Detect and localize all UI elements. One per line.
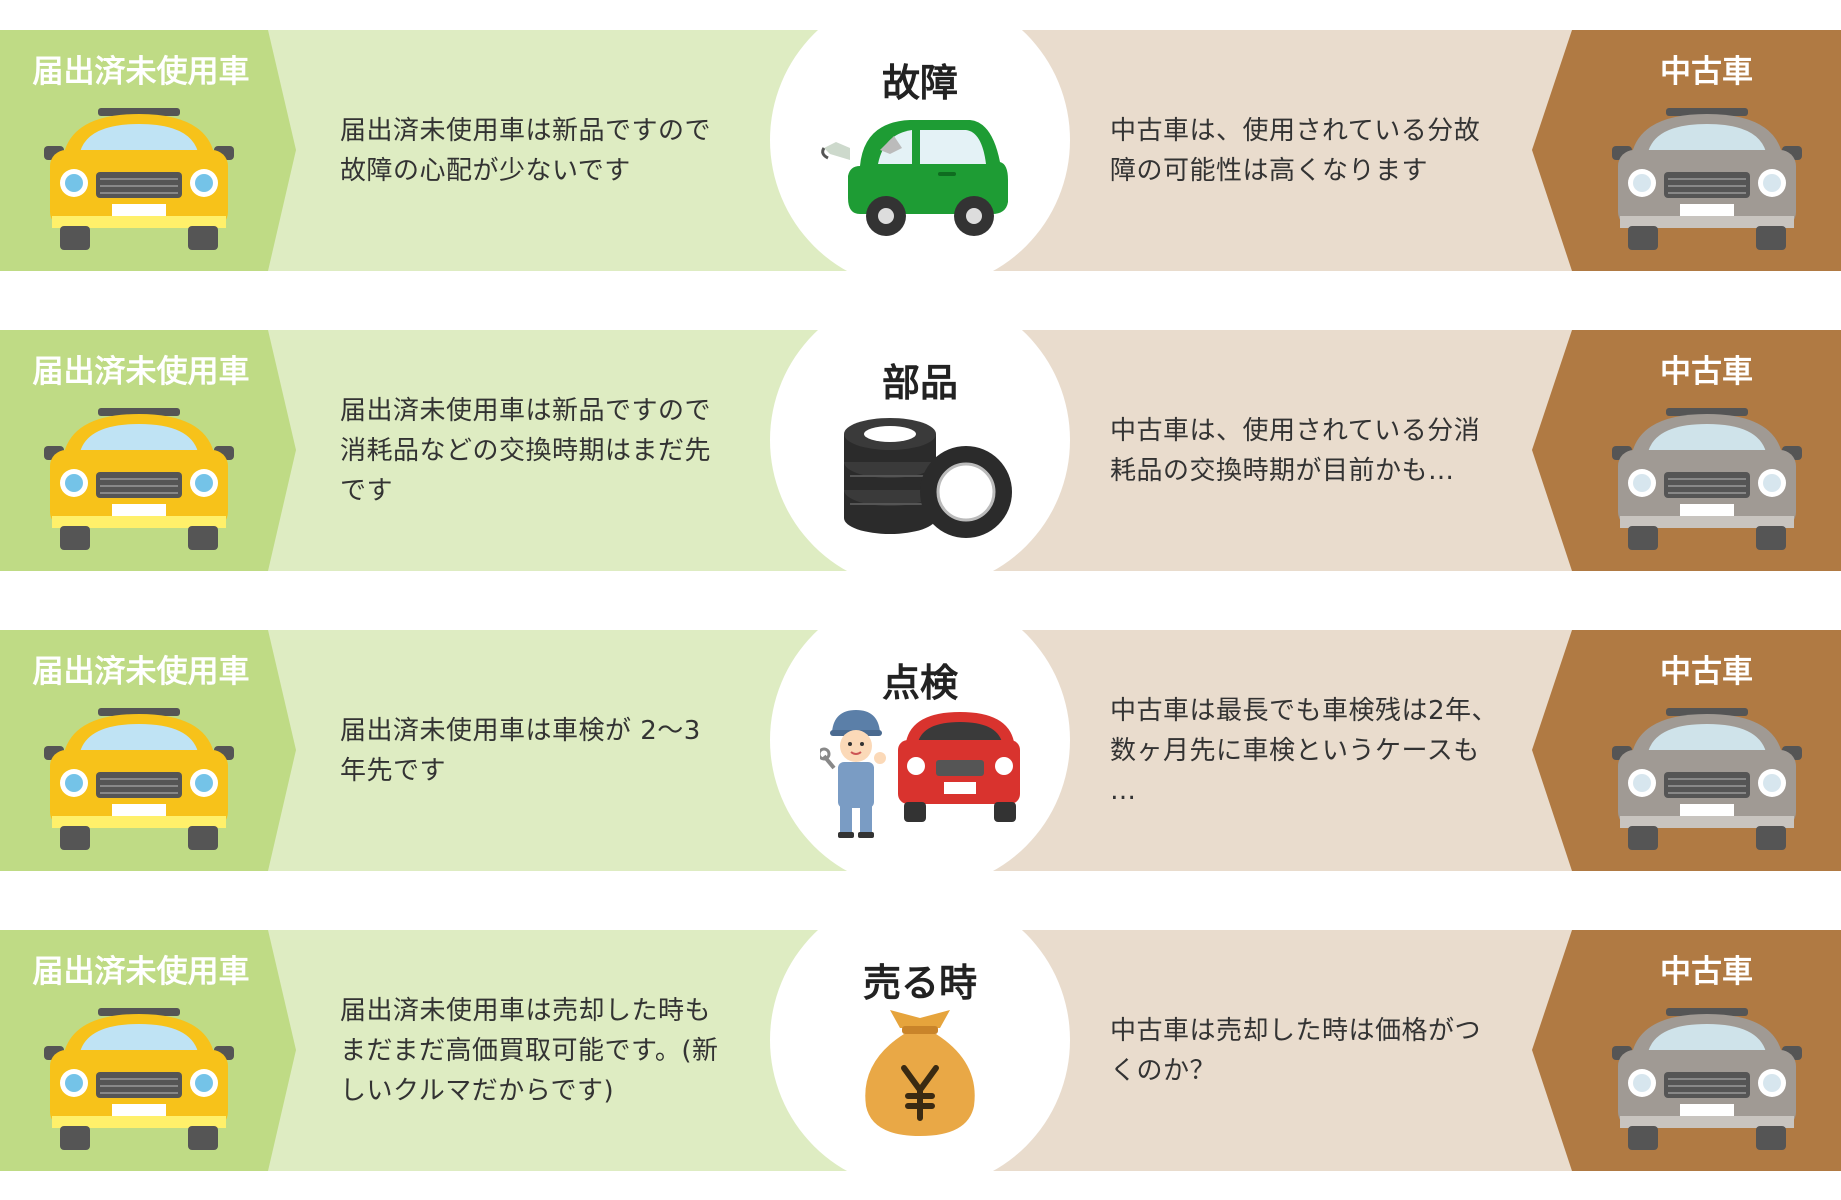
topic-circle: 部品	[770, 290, 1070, 590]
used-car-description: 中古車は最長でも車検残は2年、 数ヶ月先に車検というケースも …	[1110, 695, 1499, 806]
yellow-car-icon	[44, 408, 234, 550]
topic-title: 売る時	[862, 961, 977, 1005]
new-car-label: 届出済未使用車	[32, 954, 250, 990]
used-car-label: 中古車	[1660, 354, 1753, 390]
used-car-label: 中古車	[1660, 54, 1753, 90]
topic-title: 故障	[881, 61, 958, 105]
topic-title: 点検	[881, 661, 958, 705]
gray-car-icon	[1612, 408, 1802, 550]
gray-car-icon	[1612, 708, 1802, 850]
new-car-label-panel: 届出済未使用車	[0, 630, 296, 871]
used-car-label: 中古車	[1660, 954, 1753, 990]
used-car-label-panel: 中古車	[1532, 930, 1841, 1171]
new-car-label: 届出済未使用車	[32, 654, 250, 690]
broken-car-icon	[821, 120, 1008, 236]
comparison-row-resale: 届出済未使用車 届出済未使用車は売却した時も まだまだ高価買取可能です。(新 し…	[0, 890, 1841, 1190]
topic-circle: 売る時	[770, 890, 1070, 1190]
gray-car-icon	[1612, 108, 1802, 250]
used-car-description: 中古車は売却した時は価格がつ くのか？	[1110, 1015, 1482, 1086]
tires-icon	[844, 418, 1012, 538]
yen-money-bag-icon	[865, 1010, 975, 1136]
comparison-row-breakdown: 届出済未使用車 届出済未使用車は新品ですので 故障の心配が少ないです 中古車は、…	[0, 0, 1841, 290]
new-car-description: 届出済未使用車は新品ですので 消耗品などの交換時期はまだ先 です	[340, 395, 712, 506]
topic-title: 部品	[881, 361, 958, 405]
new-car-description: 届出済未使用車は新品ですので 故障の心配が少ないです	[340, 115, 712, 186]
comparison-row-inspection: 届出済未使用車 届出済未使用車は車検が 2〜3 年先です 中古車は最長でも車検残…	[0, 590, 1841, 890]
yellow-car-icon	[44, 708, 234, 850]
used-car-label-panel: 中古車	[1532, 30, 1841, 271]
new-car-description: 届出済未使用車は車検が 2〜3 年先です	[340, 715, 701, 786]
new-car-label: 届出済未使用車	[32, 354, 250, 390]
used-car-description: 中古車は、使用されている分消 耗品の交換時期が目前かも…	[1110, 415, 1481, 486]
new-car-description: 届出済未使用車は売却した時も まだまだ高価買取可能です。(新 しいクルマだからで…	[340, 995, 719, 1106]
new-car-label-panel: 届出済未使用車	[0, 330, 296, 571]
new-car-label: 届出済未使用車	[32, 54, 250, 90]
comparison-row-parts: 届出済未使用車 届出済未使用車は新品ですので 消耗品などの交換時期はまだ先 です…	[0, 290, 1841, 590]
new-car-label-panel: 届出済未使用車	[0, 30, 296, 271]
topic-circle: 故障	[770, 0, 1070, 290]
used-car-label-panel: 中古車	[1532, 330, 1841, 571]
gray-car-icon	[1612, 1008, 1802, 1150]
used-car-description: 中古車は、使用されている分故 障の可能性は高くなります	[1110, 115, 1481, 186]
yellow-car-icon	[44, 108, 234, 250]
new-car-label-panel: 届出済未使用車	[0, 930, 296, 1171]
topic-circle: 点検	[770, 590, 1070, 890]
used-car-label: 中古車	[1660, 654, 1753, 690]
yellow-car-icon	[44, 1008, 234, 1150]
mechanic-car-icon	[820, 710, 1020, 838]
used-car-label-panel: 中古車	[1532, 630, 1841, 871]
